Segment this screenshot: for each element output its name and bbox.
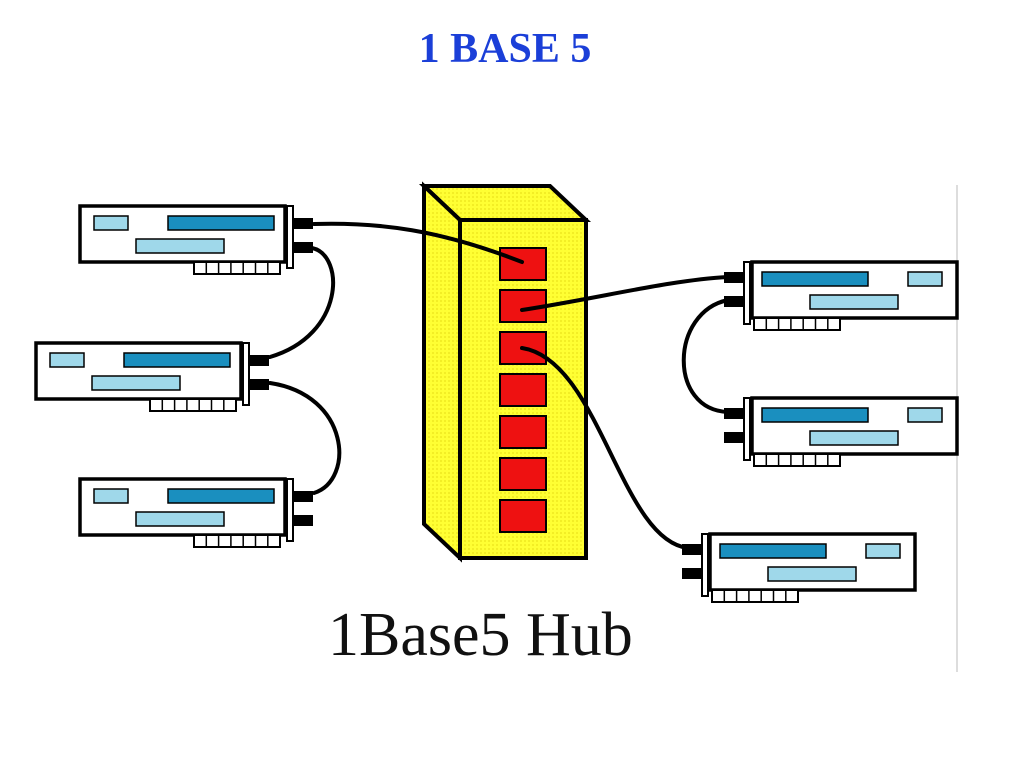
network-card-6	[682, 532, 917, 603]
card-dark-bar	[761, 271, 869, 287]
diagram-caption: 1Base5 Hub	[328, 601, 633, 669]
network-card-3	[78, 477, 313, 548]
card-socket-top	[293, 218, 313, 229]
card-small-chip	[49, 352, 85, 368]
cable-station1-station2	[268, 246, 335, 359]
card-edge-connector	[753, 453, 841, 467]
hub-port-4	[499, 373, 547, 407]
network-card-4	[724, 260, 959, 331]
card-light-bar	[91, 375, 181, 391]
card-socket-bottom	[293, 242, 313, 253]
card-dark-bar	[761, 407, 869, 423]
cable-hub-port2-station4	[520, 275, 730, 312]
card-small-chip	[907, 407, 943, 423]
card-edge-connector	[711, 589, 799, 603]
card-small-chip	[907, 271, 943, 287]
card-light-bar	[809, 430, 899, 446]
card-light-bar	[809, 294, 899, 310]
card-socket-top	[682, 544, 702, 555]
cable-station4-station5	[681, 298, 730, 414]
card-dark-bar	[167, 488, 275, 504]
card-small-chip	[865, 543, 901, 559]
card-bracket	[701, 533, 709, 597]
hub	[418, 181, 592, 563]
network-card-2	[34, 341, 269, 412]
hub-port-6	[499, 457, 547, 491]
hub-ports	[499, 247, 547, 533]
card-socket-bottom	[682, 568, 702, 579]
card-light-bar	[135, 511, 225, 527]
card-socket-bottom	[249, 379, 269, 390]
cable-hub-port3-station6	[520, 346, 690, 550]
hub-side-face	[422, 181, 462, 563]
card-small-chip	[93, 215, 129, 231]
network-card-1	[78, 204, 313, 275]
card-socket-top	[293, 491, 313, 502]
card-light-bar	[135, 238, 225, 254]
card-bracket	[286, 205, 294, 269]
card-bracket	[286, 478, 294, 542]
card-small-chip	[93, 488, 129, 504]
network-cards	[34, 204, 959, 603]
card-edge-connector	[753, 317, 841, 331]
card-edge-connector	[193, 534, 281, 548]
network-card-5	[724, 396, 959, 467]
cable-station1-hub-port1	[312, 221, 524, 264]
card-dark-bar	[719, 543, 827, 559]
card-bracket	[743, 261, 751, 325]
card-socket-top	[724, 408, 744, 419]
card-dark-bar	[123, 352, 231, 368]
card-edge-connector	[193, 261, 281, 275]
card-dark-bar	[167, 215, 275, 231]
card-light-bar	[767, 566, 857, 582]
hub-port-1	[499, 247, 547, 281]
page-title: 1 BASE 5	[418, 26, 592, 72]
cables	[268, 221, 730, 550]
hub-port-5	[499, 415, 547, 449]
card-socket-bottom	[293, 515, 313, 526]
card-edge-connector	[149, 398, 237, 412]
card-socket-bottom	[724, 432, 744, 443]
hub-port-7	[499, 499, 547, 533]
card-bracket	[743, 397, 751, 461]
cable-station2-station3	[268, 381, 342, 495]
card-socket-top	[724, 272, 744, 283]
card-socket-top	[249, 355, 269, 366]
card-bracket	[242, 342, 250, 406]
card-socket-bottom	[724, 296, 744, 307]
